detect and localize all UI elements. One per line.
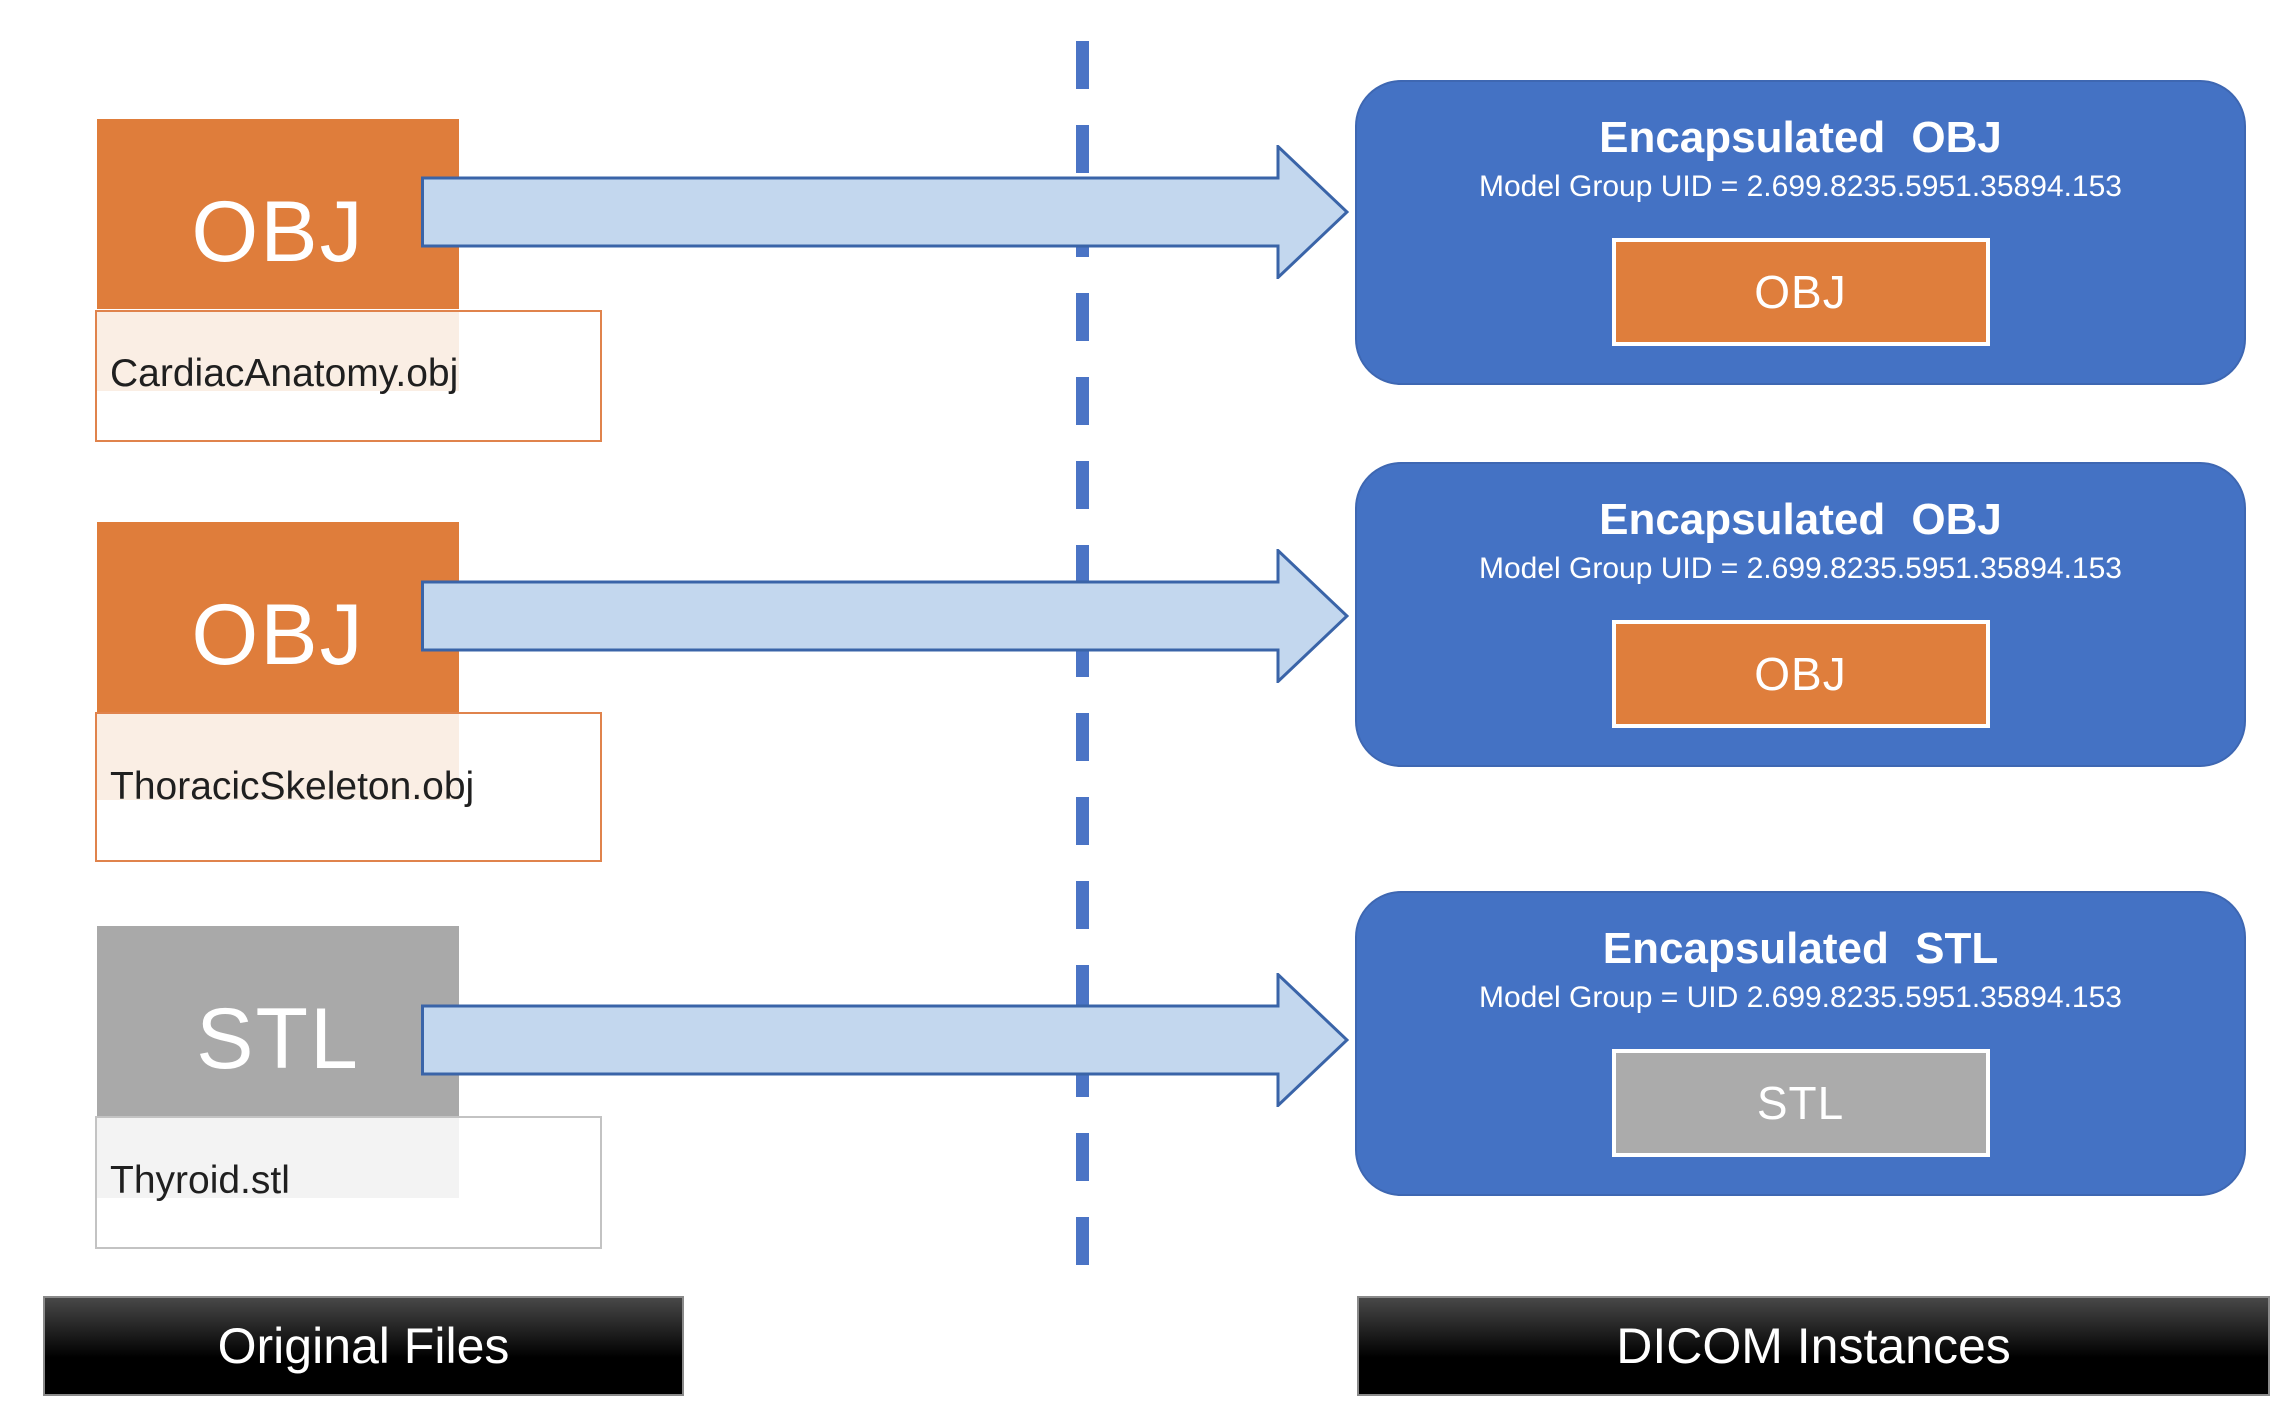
file-square-label-3: STL <box>196 991 360 1087</box>
footer-label-right: DICOM Instances <box>1616 1318 2011 1374</box>
dicom-instance-uid-3: Model Group = UID 2.699.8235.5951.35894.… <box>1479 981 2122 1014</box>
conversion-arrow-3 <box>421 973 1349 1107</box>
file-square-obj-1: OBJ <box>97 119 459 309</box>
dicom-badge-label-3: STL <box>1756 1077 1845 1129</box>
file-label-tint-2 <box>97 714 459 800</box>
dicom-instance-box-2: Encapsulated OBJ Model Group UID = 2.699… <box>1355 462 2246 767</box>
file-name-2: ThoracicSkeleton.obj <box>110 765 475 808</box>
file-label-box-1: CardiacAnatomy.obj <box>95 310 602 442</box>
dicom-badge-obj-1: OBJ <box>1611 238 1990 346</box>
dicom-badge-stl-3: STL <box>1611 1049 1990 1157</box>
dicom-badge-label-1: OBJ <box>1754 266 1847 318</box>
divider-dashed-line <box>1076 41 1089 1265</box>
file-label-box-3: Thyroid.stl <box>95 1116 602 1249</box>
dicom-instance-title-2: Encapsulated OBJ <box>1599 495 2002 544</box>
conversion-arrow-1 <box>421 145 1349 279</box>
file-name-1: CardiacAnatomy.obj <box>110 352 459 395</box>
file-label-tint-1 <box>97 312 459 391</box>
dicom-badge-obj-2: OBJ <box>1611 620 1990 728</box>
dicom-badge-label-2: OBJ <box>1754 648 1847 700</box>
file-square-label-2: OBJ <box>191 587 365 683</box>
footer-bar-original-files: Original Files <box>43 1296 684 1396</box>
file-square-stl-3: STL <box>97 926 459 1116</box>
dicom-instance-box-1: Encapsulated OBJ Model Group UID = 2.699… <box>1355 80 2246 385</box>
dicom-instance-title-1: Encapsulated OBJ <box>1599 113 2002 162</box>
file-name-3: Thyroid.stl <box>110 1159 290 1202</box>
dicom-instance-uid-2: Model Group UID = 2.699.8235.5951.35894.… <box>1479 552 2122 585</box>
footer-bar-dicom-instances: DICOM Instances <box>1357 1296 2270 1396</box>
file-label-tint-3 <box>97 1118 459 1198</box>
footer-label-left: Original Files <box>217 1318 510 1374</box>
file-square-label-1: OBJ <box>191 184 365 280</box>
dicom-instance-title-3: Encapsulated STL <box>1602 924 1999 973</box>
conversion-arrow-2 <box>421 549 1349 683</box>
file-square-obj-2: OBJ <box>97 522 459 712</box>
file-label-box-2: ThoracicSkeleton.obj <box>95 712 602 862</box>
dicom-instance-uid-1: Model Group UID = 2.699.8235.5951.35894.… <box>1479 170 2122 203</box>
dicom-instance-box-3: Encapsulated STL Model Group = UID 2.699… <box>1355 891 2246 1196</box>
